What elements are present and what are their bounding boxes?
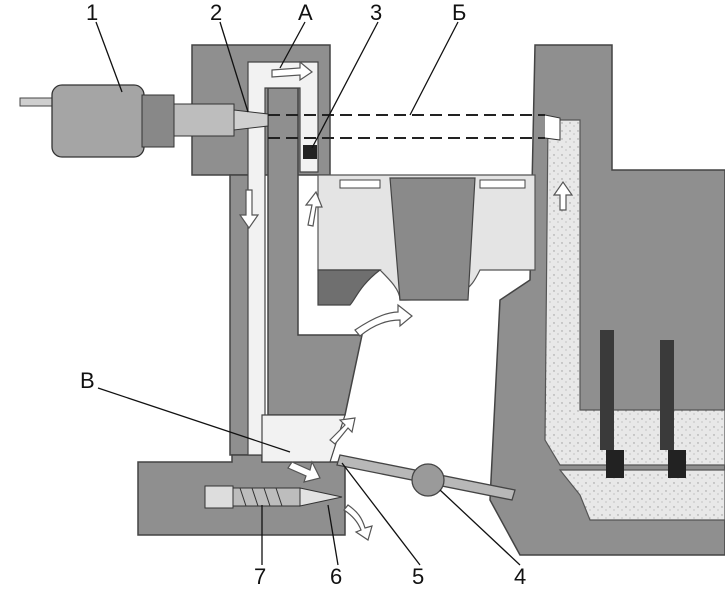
label-v: В: [80, 368, 95, 393]
label-b: Б: [452, 0, 466, 25]
mixture-adjusting-screw: [204, 485, 343, 509]
air-channel-b: [268, 114, 561, 141]
idle-fuel-jet-solenoid: [19, 84, 269, 158]
float-chamber-body: [489, 44, 725, 556]
throttle-valve: [336, 454, 516, 501]
label-4: 4: [514, 564, 526, 589]
air-bleed-3: [303, 145, 317, 159]
label-6: 6: [330, 564, 342, 589]
label-2: 2: [210, 0, 222, 25]
label-7: 7: [254, 564, 266, 589]
leader-lines: [95, 21, 521, 566]
label-a: А: [298, 0, 313, 25]
diffuser: [317, 174, 536, 306]
label-5: 5: [412, 564, 424, 589]
label-3: 3: [370, 0, 382, 25]
label-1: 1: [86, 0, 98, 25]
flow-arrows: [238, 60, 574, 541]
